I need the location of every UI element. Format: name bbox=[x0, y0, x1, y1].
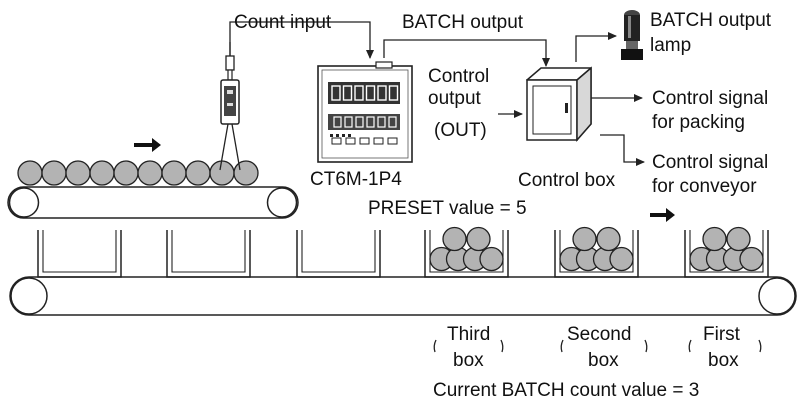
item-circle bbox=[739, 246, 764, 272]
upper-conveyor bbox=[7, 160, 299, 219]
conveyor-signal-label-1: Control signal bbox=[652, 152, 768, 173]
upper-conveyor-items bbox=[17, 160, 259, 186]
brace-first-right bbox=[758, 339, 762, 353]
counter-model-label: CT6M-1P4 bbox=[310, 169, 402, 190]
sensor-icon bbox=[219, 42, 241, 171]
filled-box bbox=[424, 226, 509, 278]
brace-second-left bbox=[560, 339, 564, 353]
lamp-line bbox=[575, 32, 617, 62]
control-output-label-3: (OUT) bbox=[434, 120, 487, 141]
second-box-label-2: box bbox=[588, 350, 619, 371]
item-circle bbox=[89, 160, 115, 186]
control-output-label-1: Control bbox=[428, 66, 489, 87]
empty-box bbox=[296, 230, 381, 278]
lower-conveyor bbox=[9, 276, 797, 316]
conveyor-signal-label-2: for conveyor bbox=[652, 176, 757, 197]
control-output-label-2: output bbox=[428, 88, 482, 109]
item-circle bbox=[702, 226, 727, 252]
current-batch-count-label: Current BATCH count value = 3 bbox=[433, 380, 699, 401]
brace-third-left bbox=[433, 339, 437, 353]
brace-second-right bbox=[644, 339, 648, 353]
third-box-label-2: box bbox=[453, 350, 484, 371]
count-input-label: Count input bbox=[234, 12, 332, 33]
packing-boxes bbox=[37, 226, 769, 278]
item-circle bbox=[233, 160, 259, 186]
first-box-label-2: box bbox=[708, 350, 739, 371]
third-box-label-1: Third bbox=[447, 324, 490, 345]
item-circle bbox=[442, 226, 467, 252]
filled-box bbox=[554, 226, 639, 278]
packing-signal-label-2: for packing bbox=[652, 112, 745, 133]
empty-box bbox=[37, 230, 122, 278]
batch-output-label: BATCH output bbox=[402, 12, 524, 33]
item-circle bbox=[466, 226, 491, 252]
batch-output-line bbox=[383, 39, 550, 67]
item-circle bbox=[41, 160, 67, 186]
preset-value-label: PRESET value = 5 bbox=[368, 198, 527, 219]
batch-lamp-label-2: lamp bbox=[650, 35, 691, 56]
counter-device-icon bbox=[317, 61, 413, 163]
lower-roller-right bbox=[758, 277, 796, 315]
brace-third-right bbox=[500, 339, 504, 353]
item-circle bbox=[572, 226, 597, 252]
direction-arrow-icon bbox=[650, 208, 675, 222]
upper-roller-right bbox=[266, 187, 298, 218]
item-circle bbox=[479, 246, 504, 272]
item-circle bbox=[137, 160, 163, 186]
filled-box bbox=[684, 226, 769, 278]
brace-first-left bbox=[688, 339, 692, 353]
lower-roller-left bbox=[10, 277, 48, 315]
item-circle bbox=[113, 160, 139, 186]
empty-box bbox=[166, 230, 251, 278]
lamp-icon bbox=[621, 10, 643, 60]
count-input-line bbox=[229, 21, 374, 59]
batch-lamp-label-1: BATCH output bbox=[650, 10, 772, 31]
item-circle bbox=[596, 226, 621, 252]
item-circle bbox=[161, 160, 187, 186]
item-circle bbox=[609, 246, 634, 272]
control-box-icon bbox=[525, 66, 592, 142]
first-box-label-1: First bbox=[703, 324, 741, 345]
control-box-label: Control box bbox=[518, 170, 616, 191]
second-box-label-1: Second bbox=[567, 324, 631, 345]
item-circle bbox=[185, 160, 211, 186]
upper-roller-left bbox=[8, 187, 40, 218]
item-circle bbox=[65, 160, 91, 186]
conveyor-signal-line bbox=[600, 134, 645, 166]
item-circle bbox=[209, 160, 235, 186]
packing-signal-label-1: Control signal bbox=[652, 88, 768, 109]
item-circle bbox=[726, 226, 751, 252]
direction-arrow-icon bbox=[134, 138, 161, 152]
item-circle bbox=[17, 160, 43, 186]
